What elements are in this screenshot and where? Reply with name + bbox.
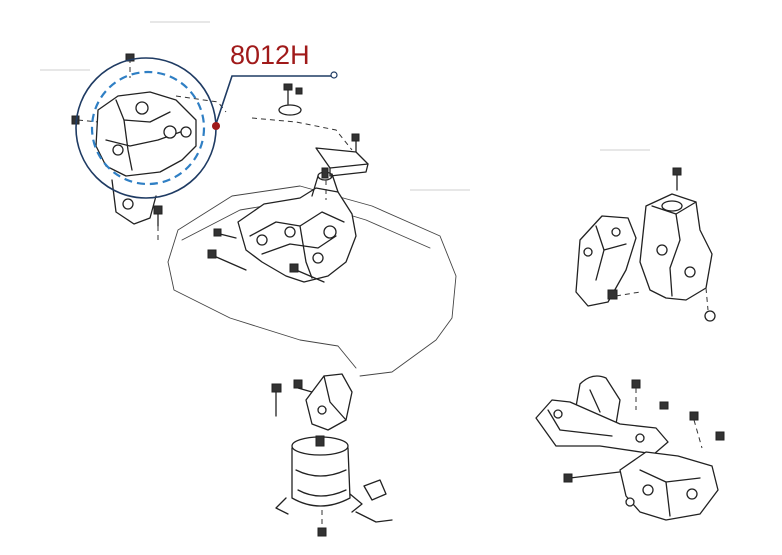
- callout-highlight: [75, 57, 338, 199]
- part-number-label: 8012H: [230, 40, 310, 70]
- upper-right-mount-assembly: [575, 167, 716, 322]
- mount-insulator-block: [315, 147, 369, 200]
- lower-left-mount-assembly: [271, 373, 393, 537]
- lower-right-mount-assembly: [535, 375, 725, 521]
- central-bracket-bolts: [207, 228, 325, 283]
- upper-bolt-stack: [251, 83, 360, 153]
- highlighted-engine-mount: [71, 53, 227, 244]
- ghost-reference-marks: [40, 21, 650, 191]
